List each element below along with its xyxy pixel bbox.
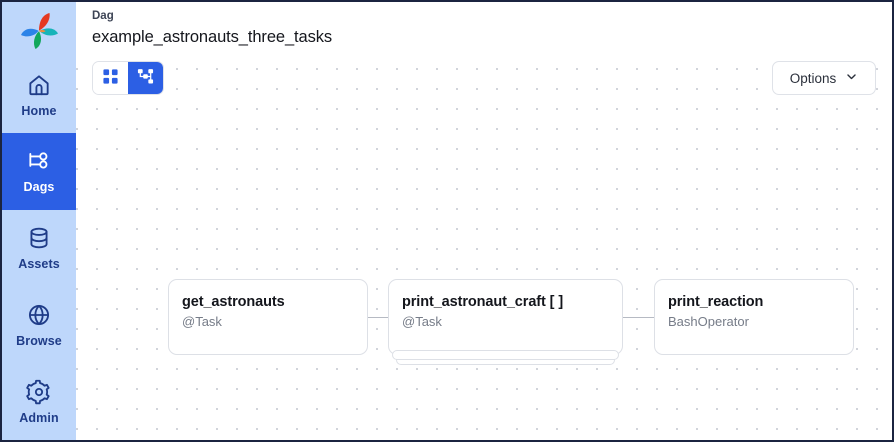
main-content: Dag example_astronauts_three_tasks get_a…: [76, 2, 892, 440]
view-mode-toggle-group: [92, 61, 164, 95]
task-node-print-reaction[interactable]: print_reaction BashOperator: [654, 279, 854, 355]
options-button[interactable]: Options: [772, 61, 876, 95]
tab-grid-view[interactable]: [93, 62, 128, 94]
database-icon: [26, 225, 52, 251]
dag-graph-icon: [26, 148, 52, 174]
grid-squares-icon: [102, 68, 119, 88]
airflow-logo[interactable]: [2, 2, 76, 56]
task-node-subtitle: @Task: [182, 314, 222, 330]
graph-nodes-icon: [137, 68, 154, 88]
main-sidebar: Home Dags Asse: [2, 2, 76, 440]
chevron-down-icon: [845, 70, 858, 86]
breadcrumb: Dag: [92, 10, 114, 22]
sidebar-item-label: Admin: [19, 410, 59, 425]
task-node-title: get_astronauts: [182, 294, 285, 310]
task-node-title: print_astronaut_craft [ ]: [402, 294, 564, 310]
sidebar-item-label: Home: [21, 103, 57, 118]
task-node-subtitle: BashOperator: [668, 314, 749, 330]
task-node-get-astronauts[interactable]: get_astronauts @Task: [168, 279, 368, 355]
sidebar-item-assets[interactable]: Assets: [2, 210, 76, 287]
sidebar-item-admin[interactable]: Admin: [2, 363, 76, 440]
task-node-subtitle: @Task: [402, 314, 442, 330]
page-header: Dag example_astronauts_three_tasks: [76, 2, 892, 50]
sidebar-item-label: Assets: [18, 257, 60, 272]
graph-edge: [623, 317, 654, 318]
mapped-task-stack-layer: [392, 350, 619, 360]
sidebar-item-browse[interactable]: Browse: [2, 286, 76, 363]
home-icon: [26, 72, 52, 98]
sidebar-item-dags[interactable]: Dags: [2, 132, 76, 210]
airflow-pinwheel-logo-icon: [21, 12, 58, 49]
sidebar-item-label: Browse: [16, 334, 62, 349]
graph-edge: [368, 317, 388, 318]
sidebar-item-home[interactable]: Home: [2, 56, 76, 133]
task-node-title: print_reaction: [668, 294, 764, 310]
globe-icon: [26, 302, 52, 328]
dag-graph-canvas[interactable]: get_astronauts @Task print_astronaut_cra…: [76, 56, 892, 440]
options-label: Options: [789, 70, 837, 86]
graph-toolbar: Options: [76, 56, 892, 102]
page-title: example_astronauts_three_tasks: [92, 27, 333, 46]
gear-icon: [26, 379, 52, 405]
task-node-print-astronaut-craft[interactable]: print_astronaut_craft [ ] @Task: [388, 279, 623, 355]
sidebar-item-label: Dags: [23, 180, 55, 195]
tab-graph-view[interactable]: [128, 62, 163, 94]
